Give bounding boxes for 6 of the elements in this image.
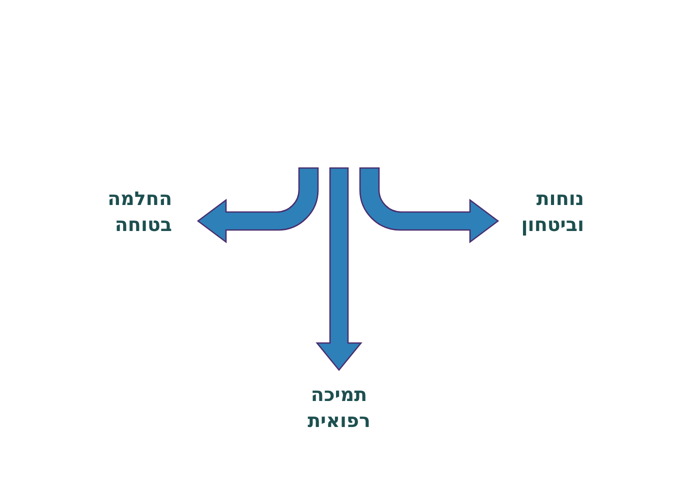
block-arrow (197, 167, 319, 243)
label-text: נוחות וביטחון (498, 186, 584, 244)
block-arrow (316, 167, 362, 372)
block-arrow (359, 167, 499, 243)
label-text: החלמה בטוחה (90, 186, 198, 244)
label-text: תמיכה רפואית (288, 370, 390, 436)
